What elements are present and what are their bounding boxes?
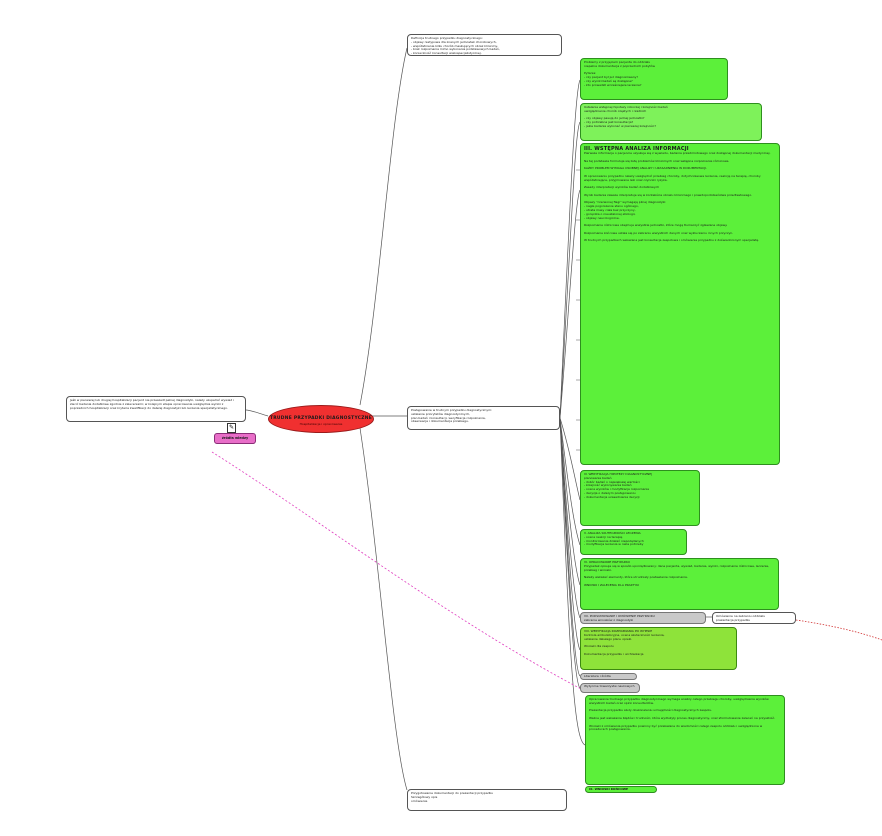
node-elaboration-text: VI. OPRACOWANIE PRZYPADKU Przypadek opis… bbox=[584, 560, 770, 587]
node-conclusions-body: Opracowanie trudnego przypadku diagnosty… bbox=[589, 697, 776, 732]
node-summary-text: VII. PODSUMOWANIE I OMÓWIENIE PRZYPADKU … bbox=[584, 614, 655, 622]
connector bbox=[559, 79, 581, 419]
node-initial-analysis[interactable]: III. WSTĘPNA ANALIZA INFORMACJI Pierwsze… bbox=[580, 143, 780, 465]
node-guidelines[interactable]: Wytyczne towarzystw naukowych bbox=[580, 683, 640, 693]
connector bbox=[559, 417, 581, 651]
connector bbox=[559, 417, 581, 546]
note-icon[interactable]: ✎ bbox=[227, 423, 236, 433]
node-guidelines-text: Wytyczne towarzystw naukowych bbox=[584, 684, 635, 688]
connector bbox=[559, 417, 581, 501]
connector bbox=[559, 189, 581, 419]
central-title: TRUDNE PRZYPADKI DIAGNOSTYCZNE bbox=[269, 416, 373, 421]
node-presentation-text: Przygotowanie dokumentacji do prezentacj… bbox=[411, 791, 494, 803]
node-treatment-text: V. ANALIZA SKUTECZNOŚCI LECZENIA - ocena… bbox=[584, 531, 644, 547]
node-post-discharge[interactable]: VIII. WERYFIKACJA ROZPOZNANIA PO WYPISIE… bbox=[580, 627, 737, 670]
node-literature-text: Literatura i źródła bbox=[584, 674, 611, 678]
node-treatment-analysis[interactable]: V. ANALIZA SKUTECZNOŚCI LECZENIA - ocena… bbox=[580, 529, 687, 555]
node-final-label: IX. WNIOSKI KOŃCOWE bbox=[589, 787, 629, 791]
connector bbox=[359, 427, 408, 791]
tag-zrodla-wiedzy[interactable]: źródła wiedzy bbox=[214, 433, 256, 444]
main-heading: III. WSTĘPNA ANALIZA INFORMACJI bbox=[584, 146, 689, 152]
left-note[interactable]: Jeśli w pierwszej lub drugiej hospitaliz… bbox=[66, 396, 246, 422]
central-topic[interactable]: TRUDNE PRZYPADKI DIAGNOSTYCZNE Hospitali… bbox=[268, 405, 374, 433]
node-procedure-text: Postępowanie w trudnym przypadku diagnos… bbox=[411, 408, 493, 424]
connector bbox=[559, 417, 581, 689]
node-verification[interactable]: IV. WERYFIKACJA HIPOTEZY DIAGNOSTYCZNEJ … bbox=[580, 470, 700, 526]
node-hypothesis-text: Ustalenie wstępnej hipotezy roboczej i k… bbox=[584, 105, 668, 128]
connector bbox=[559, 121, 581, 419]
central-subtitle: Hospitalizacje i opracowanie bbox=[299, 422, 343, 426]
node-definition-text: Definicja trudnego przypadku diagnostycz… bbox=[411, 36, 500, 56]
node-presentation-prep[interactable]: Przygotowanie dokumentacji do prezentacj… bbox=[407, 789, 567, 811]
node-procedure[interactable]: Postępowanie w trudnym przypadku diagnos… bbox=[407, 406, 560, 430]
node-verification-text: IV. WERYFIKACJA HIPOTEZY DIAGNOSTYCZNEJ … bbox=[584, 472, 653, 499]
main-body: Pierwsze informacje o pacjencie uzyskuje… bbox=[584, 151, 771, 243]
node-discussion-text: Omówienie na zebraniu oddziału prezentac… bbox=[716, 614, 766, 622]
node-discussion[interactable]: Omówienie na zebraniu oddziału prezentac… bbox=[712, 612, 796, 624]
left-note-text: Jeśli w pierwszej lub drugiej hospitaliz… bbox=[70, 398, 236, 410]
node-admission-text: Problemy z przyjęciem pacjenta do oddzia… bbox=[584, 60, 655, 87]
connector bbox=[359, 47, 408, 406]
node-post-discharge-text: VIII. WERYFIKACJA ROZPOZNANIA PO WYPISIE… bbox=[584, 629, 665, 656]
node-working-hypothesis[interactable]: Ustalenie wstępnej hipotezy roboczej i k… bbox=[580, 103, 762, 141]
node-definition[interactable]: Definicja trudnego przypadku diagnostycz… bbox=[407, 34, 562, 56]
node-literature[interactable]: Literatura i źródła bbox=[580, 673, 637, 680]
node-final-conclusions[interactable]: IX. WNIOSKI KOŃCOWE bbox=[585, 786, 657, 793]
node-summary[interactable]: VII. PODSUMOWANIE I OMÓWIENIE PRZYPADKU … bbox=[580, 612, 706, 624]
connector bbox=[559, 417, 586, 746]
relationship-line bbox=[211, 451, 584, 691]
relationship-line bbox=[795, 619, 882, 641]
node-conclusions-text[interactable]: Opracowanie trudnego przypadku diagnosty… bbox=[585, 695, 785, 785]
connector bbox=[559, 417, 581, 586]
connector bbox=[559, 417, 581, 619]
connector bbox=[245, 409, 269, 417]
node-case-elaboration[interactable]: VI. OPRACOWANIE PRZYPADKU Przypadek opis… bbox=[580, 558, 779, 610]
node-admission-problems[interactable]: Problemy z przyjęciem pacjenta do oddzia… bbox=[580, 58, 728, 100]
